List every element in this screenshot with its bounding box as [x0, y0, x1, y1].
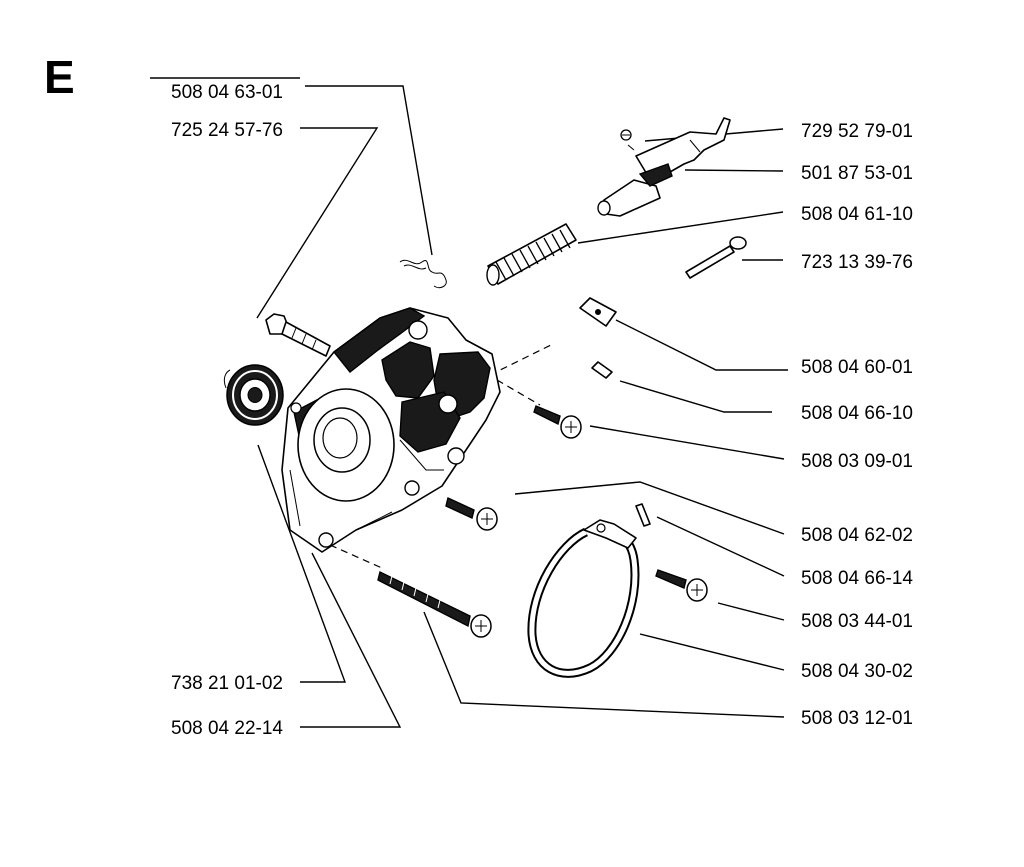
small-screw-part: [620, 129, 635, 151]
part-label-508-04-61-10: 508 04 61-10: [801, 204, 913, 225]
long-screw-part: [377, 570, 492, 638]
part-label-508-04-30-02: 508 04 30-02: [801, 661, 913, 682]
screw-part-c: [655, 569, 708, 602]
screw-part-a: [533, 405, 582, 439]
part-label-508-04-63-01: 508 04 63-01: [171, 82, 283, 103]
part-label-508-04-62-02: 508 04 62-02: [801, 525, 913, 546]
long-pin-part: [685, 236, 747, 279]
leader-lines: [150, 77, 788, 728]
screw-part-b: [445, 497, 498, 531]
part-label-508-03-44-01: 508 03 44-01: [801, 611, 913, 632]
part-label-501-87-53-01: 501 87 53-01: [801, 163, 913, 184]
brake-band-part: [527, 519, 640, 678]
part-label-738-21-01-02: 738 21 01-02: [171, 673, 283, 694]
part-label-725-24-57-76: 725 24 57-76: [171, 120, 283, 141]
dashed-alignment-lines: [329, 343, 554, 569]
part-label-723-13-39-76: 723 13 39-76: [801, 252, 913, 273]
bearing-seal-part: [223, 364, 284, 426]
part-label-508-04-66-10: 508 04 66-10: [801, 403, 913, 424]
wire-spring-part: [399, 259, 447, 289]
part-label-508-04-66-14: 508 04 66-14: [801, 568, 913, 589]
section-letter: E: [44, 51, 75, 103]
coil-spring-part: [486, 223, 577, 286]
brake-lever-part: [597, 117, 731, 217]
small-plate-part: [579, 297, 617, 327]
part-label-508-03-09-01: 508 03 09-01: [801, 451, 913, 472]
main-housing-part: [281, 307, 501, 553]
pin-part: [635, 503, 651, 527]
part-label-508-04-60-01: 508 04 60-01: [801, 357, 913, 378]
hex-bolt-part: [265, 313, 331, 357]
part-label-729-52-79-01: 729 52 79-01: [801, 121, 913, 142]
part-label-508-03-12-01: 508 03 12-01: [801, 708, 913, 729]
part-labels: 508 04 63-01 725 24 57-76 729 52 79-01 5…: [171, 82, 913, 739]
small-pin-part: [591, 361, 613, 379]
part-label-508-04-22-14: 508 04 22-14: [171, 718, 283, 739]
